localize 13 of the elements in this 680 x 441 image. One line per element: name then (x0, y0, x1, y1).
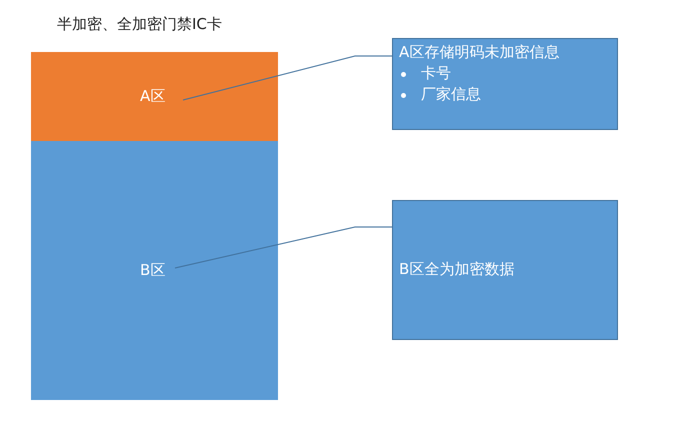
info-text: A区存储明码未加密信息 (399, 43, 560, 61)
list-item: 卡号 (421, 64, 451, 82)
zone-box (31, 141, 278, 400)
info-box (392, 38, 618, 130)
leader-line (182, 56, 392, 100)
title: 半加密、全加密门禁IC卡 (57, 15, 222, 34)
info-text: B区全为加密数据 (399, 260, 514, 278)
zone-box (31, 52, 278, 141)
zone-label: A区 (140, 86, 166, 104)
zone-label: B区 (140, 260, 166, 278)
info-box (392, 200, 618, 340)
list-item: 厂家信息 (421, 85, 481, 103)
leader-line (174, 226, 392, 268)
